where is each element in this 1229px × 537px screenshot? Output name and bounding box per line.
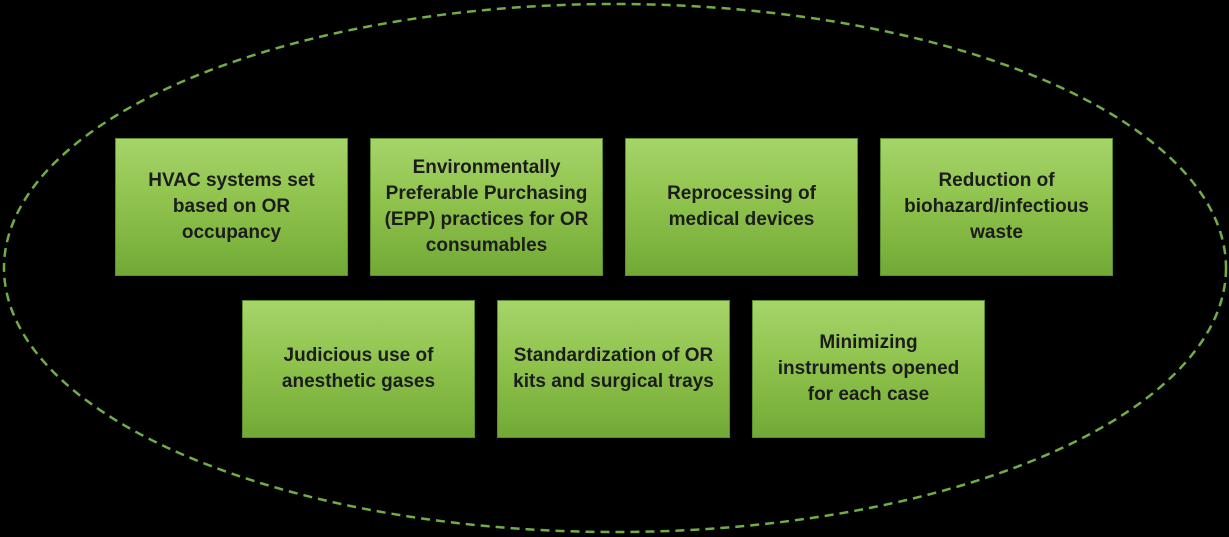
practice-label: Standardization of OR kits and surgical …	[513, 345, 714, 392]
practice-box-epp: Environmentally Preferable Purchasing (E…	[370, 138, 603, 276]
practice-label: Reduction of biohazard/infectious waste	[904, 170, 1089, 243]
practice-box-standardization: Standardization of OR kits and surgical …	[497, 300, 730, 438]
practice-label: Judicious use of anesthetic gases	[281, 345, 436, 392]
practice-box-hvac: HVAC systems set based on OR occupancy	[115, 138, 348, 276]
practice-box-waste-reduction: Reduction of biohazard/infectious waste	[880, 138, 1113, 276]
practice-box-reprocessing: Reprocessing of medical devices	[625, 138, 858, 276]
practice-label: Minimizing instruments opened for each c…	[777, 332, 960, 405]
practice-box-anesthetic-gases: Judicious use of anesthetic gases	[242, 300, 475, 438]
practice-label: Reprocessing of medical devices	[667, 183, 816, 230]
practice-label: HVAC systems set based on OR occupancy	[148, 170, 315, 243]
practice-label: Environmentally Preferable Purchasing (E…	[384, 157, 589, 256]
practice-box-minimizing-instruments: Minimizing instruments opened for each c…	[752, 300, 985, 438]
